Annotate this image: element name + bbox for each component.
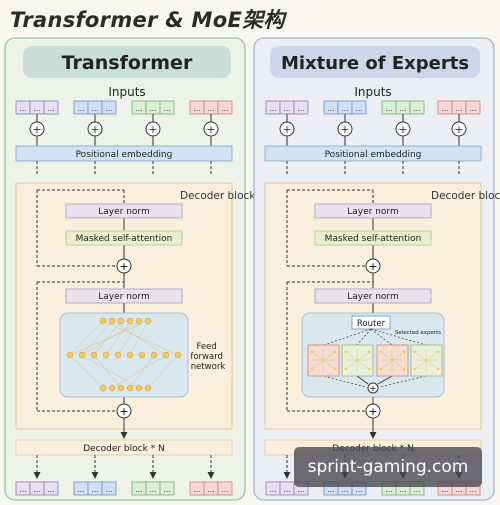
svg-text:...: ... <box>164 105 171 113</box>
svg-text:...: ... <box>20 105 27 113</box>
svg-text:...: ... <box>298 105 305 113</box>
positional-embedding-left: Positional embedding <box>76 150 173 160</box>
svg-text:+: + <box>119 260 128 273</box>
output-tokens-left: ... ... ... ... ... ... ... ... ... <box>15 481 233 496</box>
svg-text:...: ... <box>342 105 349 113</box>
page-title: Transformer & MoE架构 <box>10 8 285 32</box>
svg-text:...: ... <box>386 105 393 113</box>
svg-text:...: ... <box>48 105 55 113</box>
input-tokens-right: ... ... ... ... ... ... ... ... ... <box>265 100 481 115</box>
decoder-repeat-left: Decoder block * N <box>83 444 165 454</box>
svg-text:...: ... <box>164 486 171 494</box>
svg-text:...: ... <box>34 105 41 113</box>
inputs-label-right: Inputs <box>354 85 391 99</box>
svg-text:...: ... <box>284 486 291 494</box>
svg-text:+: + <box>32 123 41 136</box>
transformer-header: Transformer <box>62 52 193 74</box>
svg-text:+: + <box>340 123 349 136</box>
svg-text:+: + <box>368 405 377 418</box>
decoder-block-label-right: Decoder block <box>431 190 500 202</box>
svg-text:...: ... <box>328 105 335 113</box>
svg-text:...: ... <box>222 486 229 494</box>
svg-text:...: ... <box>284 105 291 113</box>
masked-attention-left: Masked self-attention <box>76 234 173 244</box>
svg-text:...: ... <box>270 105 277 113</box>
positional-embedding-right: Positional embedding <box>325 150 422 160</box>
svg-text:...: ... <box>194 486 201 494</box>
svg-text:...: ... <box>20 486 27 494</box>
svg-text:...: ... <box>442 486 449 494</box>
svg-text:...: ... <box>328 486 335 494</box>
svg-text:...: ... <box>48 486 55 494</box>
moe-panel: Mixture of Experts Inputs ... ... ... ..… <box>253 37 500 501</box>
svg-text:+: + <box>90 123 99 136</box>
svg-text:...: ... <box>414 486 421 494</box>
svg-text:...: ... <box>356 105 363 113</box>
svg-text:...: ... <box>78 105 85 113</box>
svg-text:...: ... <box>208 486 215 494</box>
svg-text:...: ... <box>400 486 407 494</box>
svg-text:...: ... <box>208 105 215 113</box>
svg-text:...: ... <box>356 486 363 494</box>
svg-text:...: ... <box>194 105 201 113</box>
svg-text:...: ... <box>106 486 113 494</box>
svg-text:...: ... <box>150 105 157 113</box>
svg-text:+: + <box>282 123 291 136</box>
svg-text:...: ... <box>136 105 143 113</box>
watermark: sprint-gaming.com <box>294 447 482 487</box>
masked-attention-right: Masked self-attention <box>325 234 422 244</box>
svg-text:+: + <box>370 384 377 393</box>
svg-text:...: ... <box>386 486 393 494</box>
svg-text:...: ... <box>342 486 349 494</box>
ffn-label: Feed forward network <box>190 342 225 372</box>
input-tokens-left: ... ... ... ... ... ... ... ... ... <box>15 100 233 115</box>
layer-norm-right-2: Layer norm <box>347 292 398 302</box>
layer-norm-left-2: Layer norm <box>98 292 149 302</box>
svg-text:...: ... <box>106 105 113 113</box>
transformer-panel: Transformer Inputs ... ... ... ... ... .… <box>4 37 256 501</box>
token-group: ... ... ... <box>131 100 175 115</box>
svg-text:...: ... <box>92 486 99 494</box>
svg-text:+: + <box>119 405 128 418</box>
inputs-label-left: Inputs <box>108 85 145 99</box>
layer-norm-left-1: Layer norm <box>98 207 149 217</box>
svg-text:...: ... <box>222 105 229 113</box>
svg-text:+: + <box>368 260 377 273</box>
svg-text:...: ... <box>136 486 143 494</box>
svg-text:...: ... <box>456 486 463 494</box>
svg-text:...: ... <box>442 105 449 113</box>
svg-text:+: + <box>454 123 463 136</box>
svg-text:+: + <box>206 123 215 136</box>
token-group: ... ... ... <box>15 100 59 115</box>
svg-text:...: ... <box>92 105 99 113</box>
moe-header: Mixture of Experts <box>281 53 469 74</box>
plus-circles-left <box>29 121 219 137</box>
svg-text:...: ... <box>150 486 157 494</box>
svg-text:...: ... <box>414 105 421 113</box>
svg-text:...: ... <box>456 105 463 113</box>
svg-text:...: ... <box>298 486 305 494</box>
svg-text:...: ... <box>470 486 477 494</box>
token-group: ... ... ... <box>189 100 233 115</box>
svg-text:...: ... <box>470 105 477 113</box>
svg-text:...: ... <box>34 486 41 494</box>
decoder-block-label-left: Decoder block <box>180 190 256 202</box>
network-graph-icon <box>69 320 179 389</box>
feed-forward-box <box>59 312 189 398</box>
svg-text:...: ... <box>78 486 85 494</box>
svg-text:...: ... <box>270 486 277 494</box>
token-group: ... ... ... <box>73 100 117 115</box>
expert-icons <box>307 344 443 377</box>
svg-text:+: + <box>398 123 407 136</box>
layer-norm-right-1: Layer norm <box>347 207 398 217</box>
svg-text:+: + <box>148 123 157 136</box>
router-label: Router <box>357 319 386 329</box>
selected-experts-label: Selected experts <box>395 330 441 336</box>
svg-text:...: ... <box>400 105 407 113</box>
